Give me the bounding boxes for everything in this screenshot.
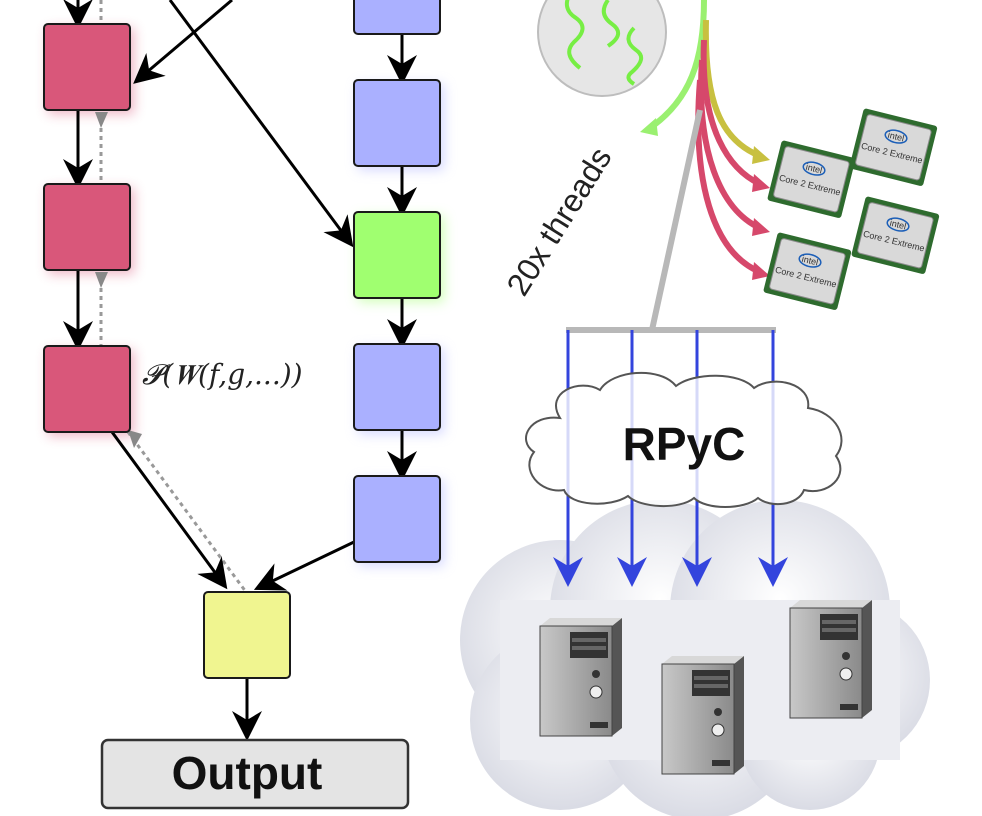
cpu-chip-icon: intel Core 2 Extreme bbox=[763, 232, 852, 310]
svg-text:intel: intel bbox=[887, 130, 905, 144]
node-blue-1 bbox=[353, 79, 441, 167]
thread-bundle bbox=[566, 0, 776, 333]
node-green bbox=[353, 211, 441, 299]
server-tower-icon bbox=[789, 600, 872, 719]
edges bbox=[63, 0, 417, 741]
server-tower-icon bbox=[539, 618, 622, 737]
cpu-chips: intel Core 2 Extreme intel Core 2 Extrem… bbox=[763, 108, 940, 310]
cpu-chip-icon: intel Core 2 Extreme bbox=[767, 140, 856, 218]
svg-text:intel: intel bbox=[805, 162, 823, 176]
nodes bbox=[43, 0, 441, 810]
server-tower-icon bbox=[661, 656, 744, 775]
thread-ball-icon bbox=[537, 0, 667, 97]
formula-label: 𝓟(𝑾(f,g,...)) bbox=[142, 358, 303, 391]
servers bbox=[539, 600, 872, 775]
node-red-3 bbox=[43, 345, 131, 433]
cpu-chip-icon: intel Core 2 Extreme bbox=[849, 108, 938, 186]
cpu-chip-icon: intel Core 2 Extreme bbox=[851, 196, 940, 274]
node-red-1 bbox=[43, 23, 131, 111]
node-blue-top bbox=[353, 0, 441, 35]
node-red-2 bbox=[43, 183, 131, 271]
rpyc-label: RPyC bbox=[623, 418, 746, 470]
threads-label: 20x threads bbox=[499, 141, 618, 302]
node-blue-3 bbox=[353, 475, 441, 563]
output-label: Output bbox=[172, 747, 323, 799]
svg-text:intel: intel bbox=[801, 254, 819, 268]
node-blue-2 bbox=[353, 343, 441, 431]
svg-text:intel: intel bbox=[889, 218, 907, 232]
node-yellow bbox=[203, 591, 291, 679]
rpyc-cloud: RPyC bbox=[525, 372, 843, 508]
output-box bbox=[100, 738, 410, 810]
